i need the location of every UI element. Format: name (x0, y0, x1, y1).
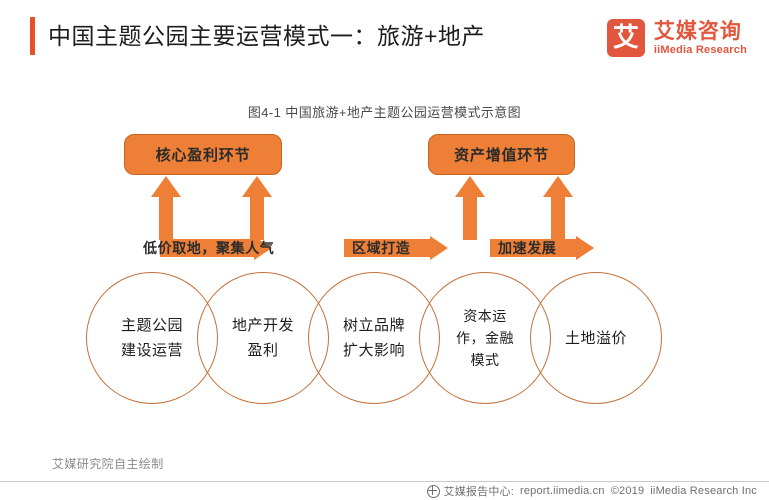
arrow-up-icon-2 (242, 176, 272, 240)
stage-circle-4-line1: 资本运 (463, 308, 507, 324)
stage-circle-3-text: 树立品牌 扩大影响 (320, 313, 428, 363)
logo-text: 艾媒咨询 iiMedia Research (654, 20, 747, 57)
flow-label-3: 加速发展 (498, 240, 557, 256)
arrow-right-icon-1 (160, 236, 272, 260)
page-title: 中国主题公园主要运营模式一：旅游+地产 (48, 23, 485, 49)
callout-box-asset-appreciation: 资产增值环节 (428, 134, 575, 175)
stage-circle-4-line3: 模式 (470, 352, 500, 368)
footer-copyright: ©2019 (610, 485, 645, 497)
brand-logo: 艾 艾媒咨询 iiMedia Research (606, 16, 747, 60)
callout-box-core-profit: 核心盈利环节 (124, 134, 282, 175)
globe-icon (426, 484, 440, 498)
arrow-up-icon-4 (543, 176, 573, 240)
title-accent-bar (30, 17, 35, 55)
stage-circle-2-line2: 盈利 (247, 342, 279, 359)
footer-divider (0, 481, 769, 482)
logo-name-cn: 艾媒咨询 (653, 19, 742, 43)
stage-circle-1: 主题公园 建设运营 (86, 272, 218, 404)
stage-circle-1-text: 主题公园 建设运营 (98, 313, 206, 363)
flow-label-2: 区域打造 (352, 240, 411, 256)
stage-circle-5-text: 土地溢价 (542, 326, 650, 351)
footer-company: iiMedia Research Inc (650, 485, 757, 497)
logo-name-en: iiMedia Research (653, 43, 747, 56)
stage-circle-3-line2: 扩大影响 (342, 342, 405, 359)
figure-caption: 图4-1 中国旅游+地产主题公园运营模式示意图 (247, 105, 522, 120)
arrow-up-icon-1 (151, 176, 181, 240)
footer-bar: 艾媒报告中心: report.iimedia.cn ©2019 iiMedia … (0, 482, 769, 500)
stage-circle-2-text: 地产开发 盈利 (209, 313, 317, 363)
page-header: 中国主题公园主要运营模式一：旅游+地产 艾 艾媒咨询 iiMedia Resea… (0, 0, 769, 76)
footer-content: 艾媒报告中心: report.iimedia.cn ©2019 iiMedia … (426, 483, 757, 499)
stage-circle-3: 树立品牌 扩大影响 (308, 272, 440, 404)
flow-label-1: 低价取地，聚集人气 (143, 240, 275, 256)
footer-center-label: 艾媒报告中心: (443, 486, 514, 498)
logo-mark-icon: 艾 (606, 19, 645, 57)
stage-circle-2-line1: 地产开发 (231, 317, 294, 334)
stage-circle-5: 土地溢价 (530, 272, 662, 404)
footer-site-link[interactable]: report.iimedia.cn (519, 485, 605, 497)
stage-circle-4-text: 资本运 作，金融 模式 (431, 305, 539, 371)
stage-circle-2: 地产开发 盈利 (197, 272, 329, 404)
stage-circle-5-line1: 土地溢价 (564, 329, 627, 347)
stage-circle-1-line1: 主题公园 (120, 317, 183, 334)
arrow-right-icon-2 (344, 236, 448, 260)
stage-circle-3-line1: 树立品牌 (342, 317, 405, 334)
arrow-right-icon-3 (490, 236, 594, 260)
source-note: 艾媒研究院自主绘制 (52, 457, 164, 471)
stage-circle-1-line2: 建设运营 (120, 342, 183, 359)
diagram-canvas: 核心盈利环节 资产增值环节 低价取地，聚集人气 区域打造 加速发展 主题公园 建… (0, 120, 769, 420)
arrow-up-icon-3 (455, 176, 485, 240)
stage-circle-4-line2: 作，金融 (456, 330, 514, 346)
